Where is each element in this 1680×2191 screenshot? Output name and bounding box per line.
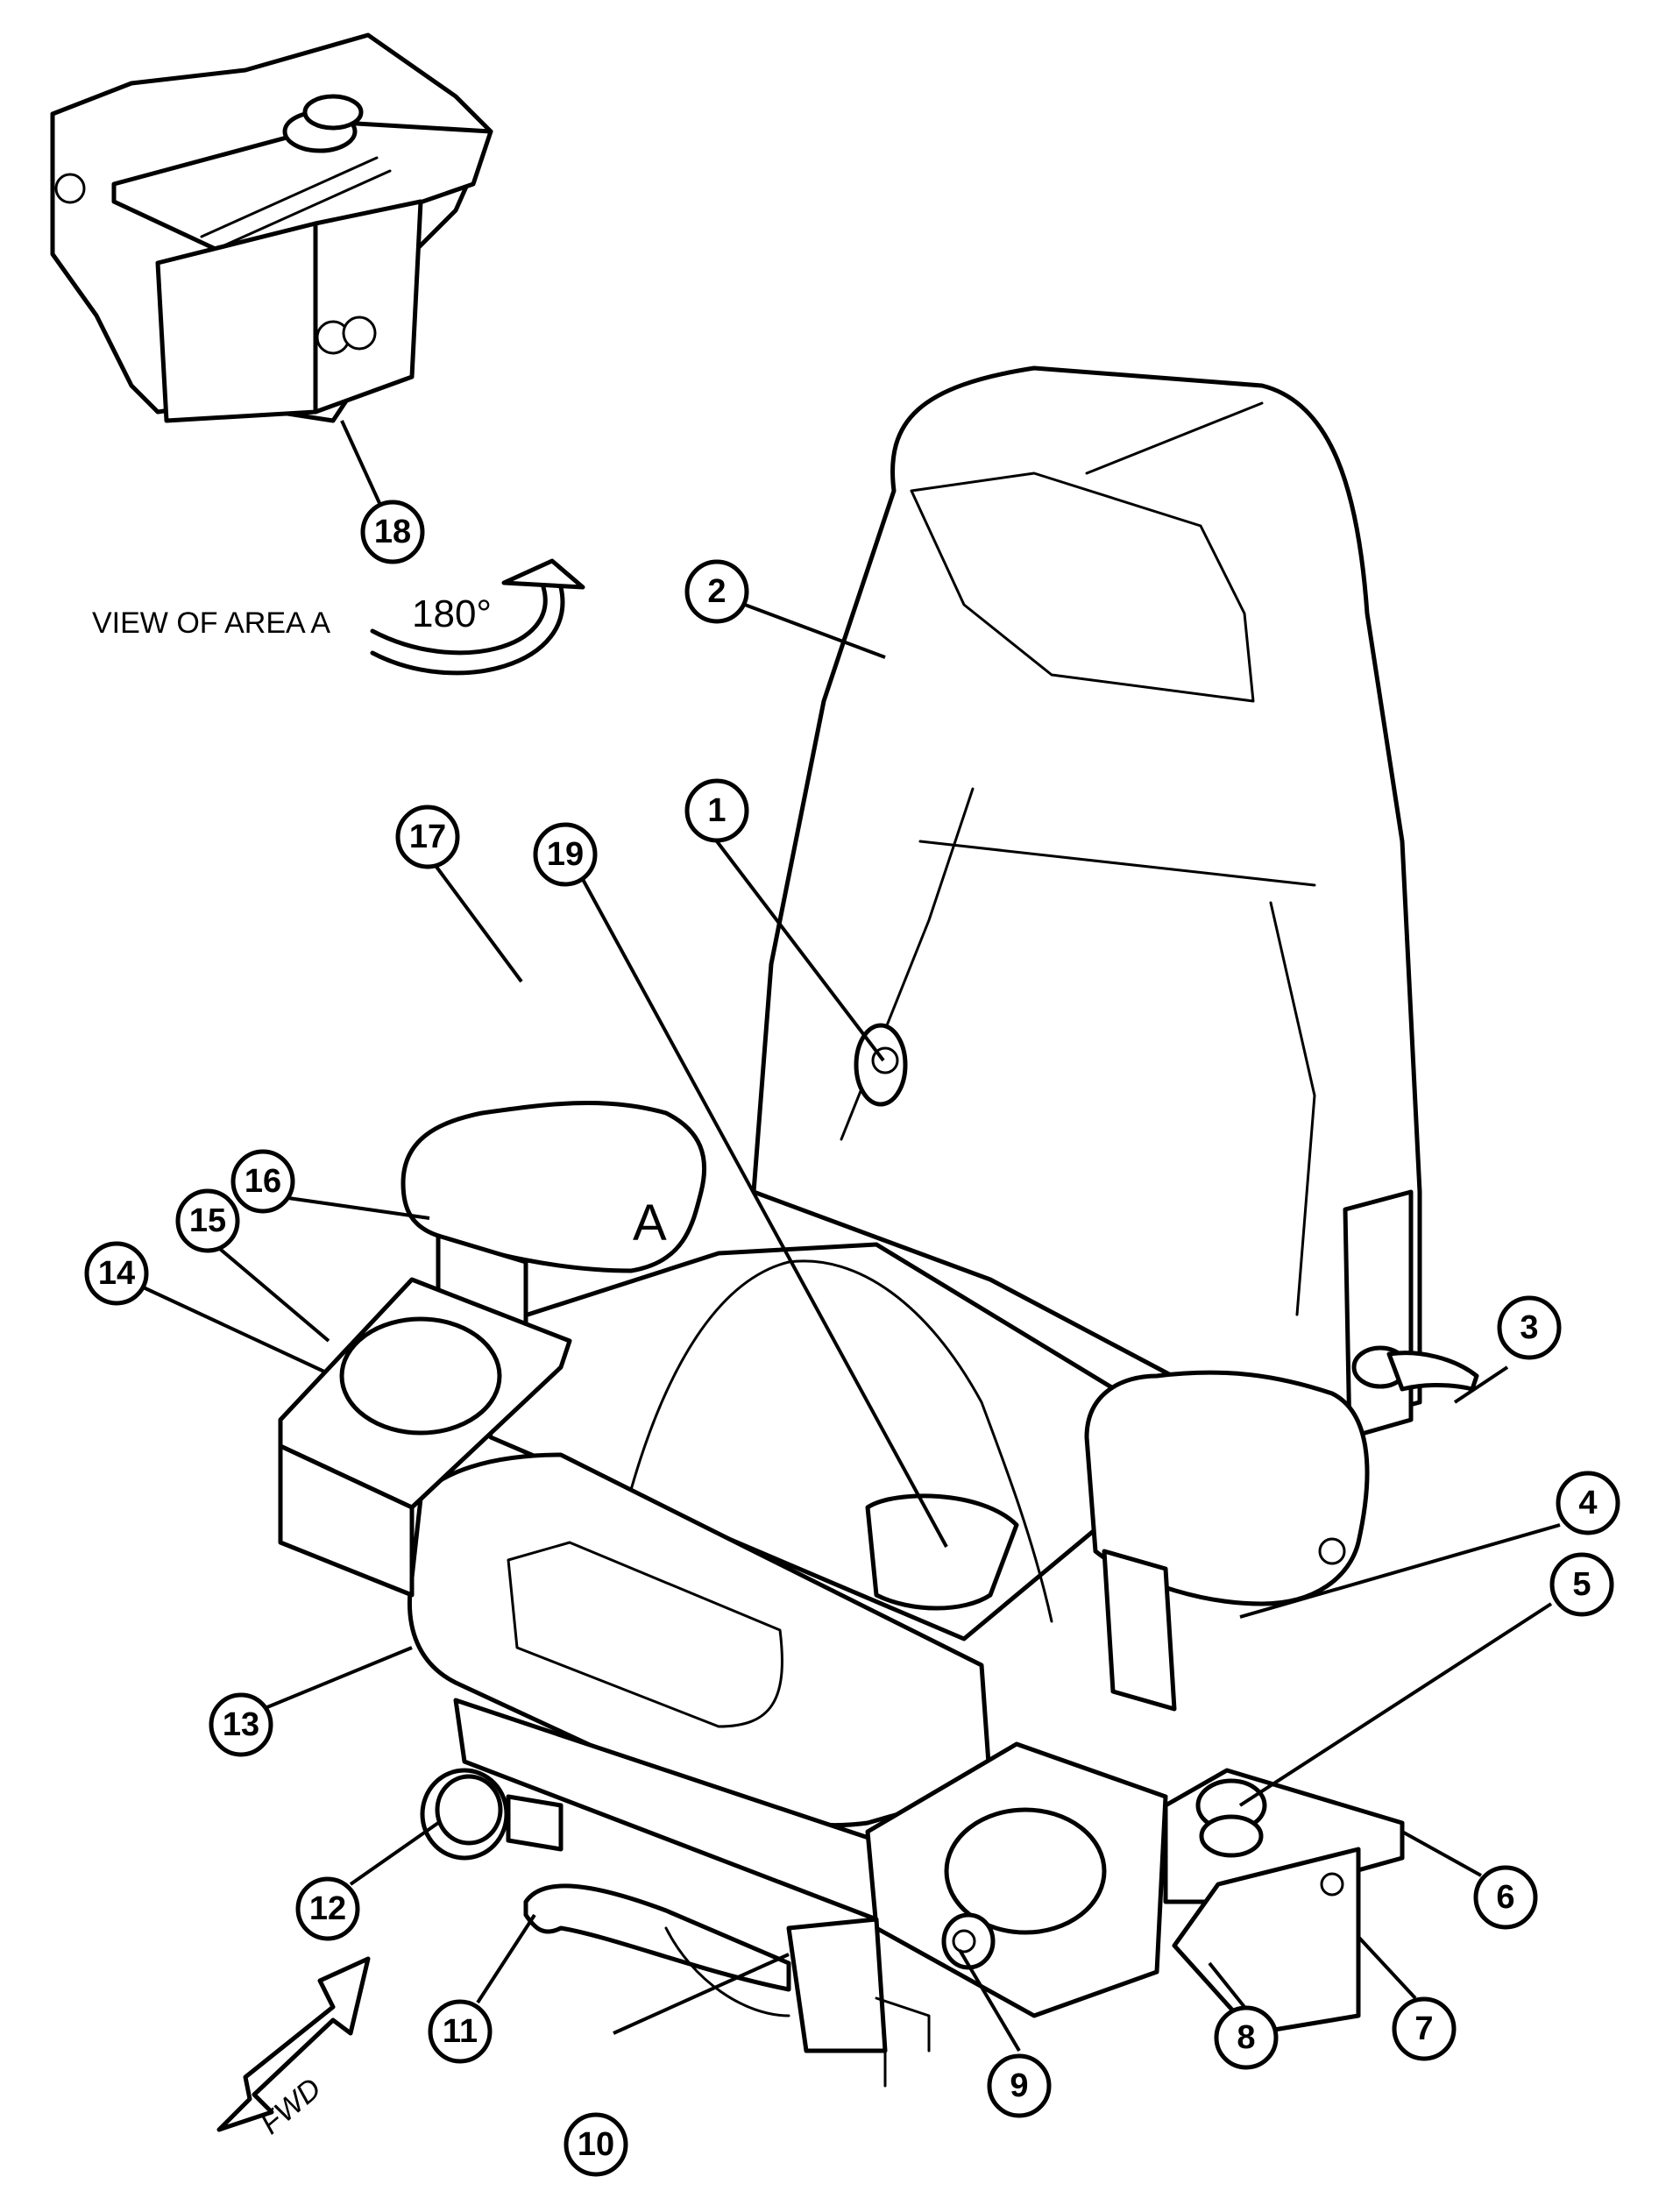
svg-text:15: 15 <box>189 1202 226 1239</box>
callout-9: 9 <box>987 2053 1052 2118</box>
callout-12: 12 <box>295 1876 360 1941</box>
svg-text:13: 13 <box>223 1706 259 1743</box>
callout-1: 1 <box>684 778 749 843</box>
callout-6: 6 <box>1473 1865 1538 1930</box>
svg-text:4: 4 <box>1578 1485 1597 1521</box>
area-a-label: A <box>633 1195 667 1251</box>
svg-text:9: 9 <box>1010 2067 1028 2104</box>
svg-text:7: 7 <box>1414 2010 1433 2047</box>
rotation-degree-label: 180° <box>412 592 492 635</box>
callout-10: 10 <box>564 2112 628 2177</box>
callout-18: 18 <box>360 500 425 564</box>
svg-text:10: 10 <box>578 2126 614 2163</box>
svg-text:11: 11 <box>443 2013 478 2050</box>
callout-8: 8 <box>1214 2005 1279 2070</box>
callout-3: 3 <box>1497 1295 1562 1360</box>
svg-text:12: 12 <box>309 1890 346 1927</box>
inset-view-area-a <box>50 32 493 514</box>
callout-7: 7 <box>1392 1996 1457 2061</box>
svg-text:1: 1 <box>707 792 726 829</box>
callout-13: 13 <box>209 1692 273 1757</box>
callout-4: 4 <box>1556 1471 1620 1535</box>
callout-5: 5 <box>1549 1552 1614 1617</box>
callout-19: 19 <box>533 822 598 887</box>
svg-text:6: 6 <box>1496 1879 1514 1916</box>
svg-text:18: 18 <box>374 514 411 550</box>
svg-text:19: 19 <box>547 836 584 873</box>
forward-arrow-icon <box>216 1956 371 2132</box>
callout-15: 15 <box>175 1188 240 1253</box>
rotation-arrow-icon <box>370 558 585 676</box>
view-of-area-a-label: VIEW OF AREA A <box>92 606 330 640</box>
svg-text:2: 2 <box>707 573 726 610</box>
callout-leaders <box>135 603 1561 2053</box>
svg-text:16: 16 <box>245 1163 281 1200</box>
callout-14: 14 <box>84 1241 149 1306</box>
svg-text:5: 5 <box>1572 1566 1591 1603</box>
callout-17: 17 <box>395 805 460 869</box>
callout-16: 16 <box>230 1149 295 1214</box>
svg-text:17: 17 <box>409 819 446 855</box>
callout-2: 2 <box>684 559 749 624</box>
callout-11: 11 <box>428 1999 493 2064</box>
seat-assembly <box>278 365 1479 2088</box>
svg-text:14: 14 <box>98 1255 135 1292</box>
svg-text:3: 3 <box>1520 1309 1538 1346</box>
svg-text:8: 8 <box>1237 2019 1255 2056</box>
